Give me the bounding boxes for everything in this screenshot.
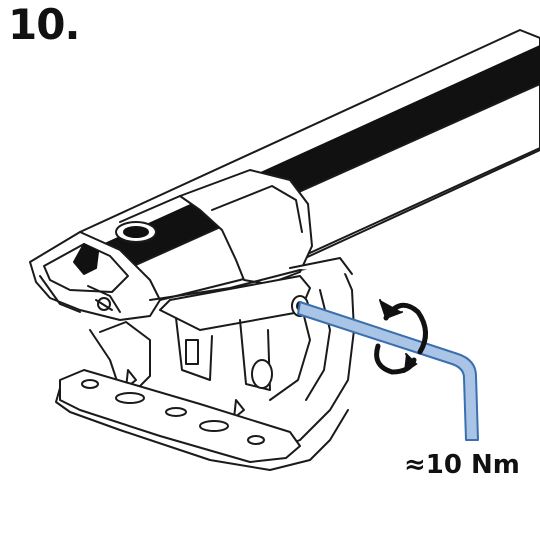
step-number: 10. xyxy=(8,0,80,49)
torque-label: ≈10 Nm xyxy=(404,450,520,480)
crossbar xyxy=(79,29,540,301)
bar-end-cap xyxy=(29,231,161,321)
hex-key-icon xyxy=(297,301,479,441)
base-plate xyxy=(59,369,301,463)
rotation-arrow-icon xyxy=(374,299,428,375)
